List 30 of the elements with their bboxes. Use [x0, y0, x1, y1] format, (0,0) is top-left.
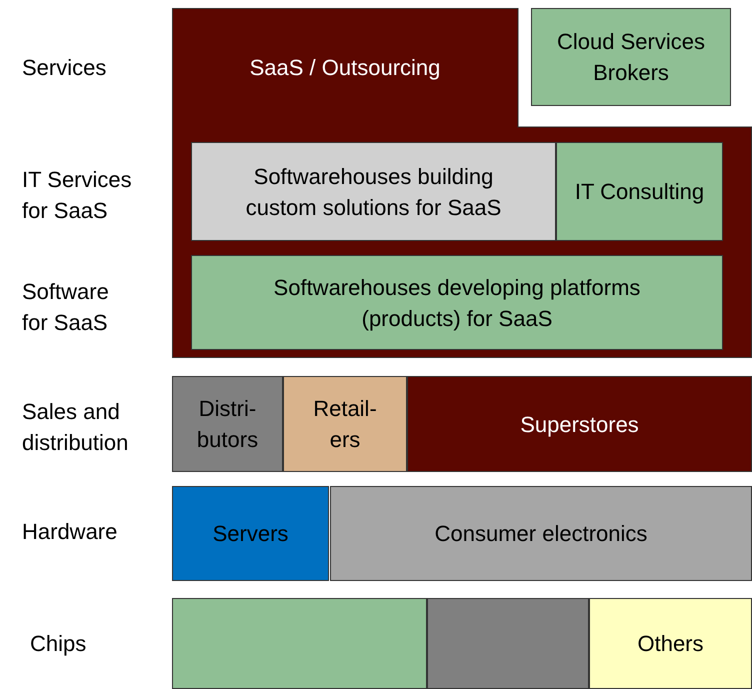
box-label: Others [637, 630, 704, 658]
box-label: Servers [212, 520, 288, 548]
box-label: Superstores [520, 410, 639, 439]
segment-box [172, 598, 427, 689]
box-label: IT Consulting [574, 178, 704, 206]
category-box [407, 376, 752, 472]
box-label: Consumer electronics [434, 520, 648, 548]
box-label: Softwarehouses building custom solutions for SaaS [244, 162, 502, 222]
service-area [172, 8, 752, 358]
category-box [283, 376, 407, 472]
category-box [191, 142, 556, 241]
row-label: Software for SaaS [22, 278, 110, 337]
row-label: Chips [30, 630, 86, 658]
category-box [531, 8, 731, 106]
category-box [330, 486, 752, 581]
box-label: Distri- butors [196, 395, 260, 454]
row-label: Services [22, 54, 106, 82]
box-label: SaaS / Outsourcing [248, 54, 442, 82]
category-box [556, 142, 723, 241]
category-box [172, 376, 283, 472]
category-box [172, 486, 329, 581]
box-label: Cloud Services Brokers [556, 28, 706, 87]
category-box [589, 598, 752, 689]
category-box [191, 255, 723, 350]
row-label: IT Services for SaaS [22, 166, 133, 225]
box-label: Softwarehouses developing platforms (products) for SaaS [272, 274, 642, 333]
segment-box [427, 598, 589, 689]
row-label: Sales and distribution [22, 398, 130, 457]
row-label: Hardware [22, 518, 118, 546]
box-label: Retail- ers [312, 395, 378, 454]
